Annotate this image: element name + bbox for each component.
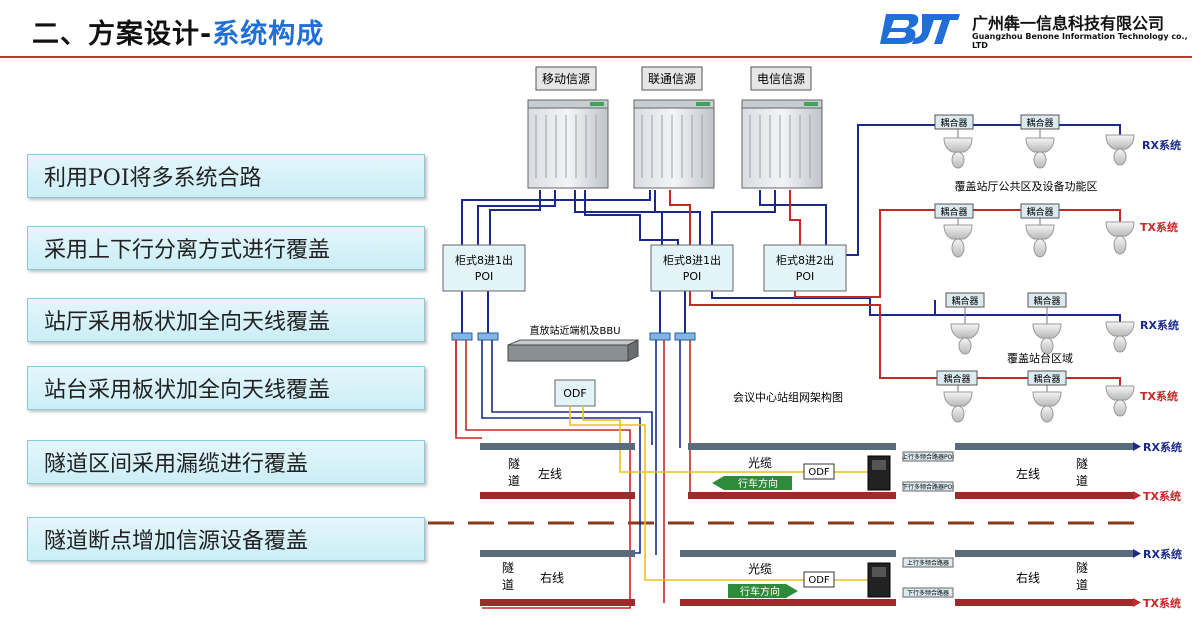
tunnel-right-t3: 隧 (1076, 560, 1088, 575)
combiner-up-poi-1: 上行多频合路器POI (902, 453, 954, 461)
coupler-r2-2: 耦合器 (1026, 206, 1053, 218)
odf-left-tunnel: ODF (808, 467, 830, 478)
source-mobile: 移动信源 (527, 66, 609, 189)
company-logo (880, 14, 960, 44)
tunnel-right-t1: 隧 (502, 560, 514, 575)
odf-right-tunnel: ODF (808, 575, 830, 586)
coupler-r4-2: 耦合器 (1033, 373, 1060, 385)
direction-label-1: 行车方向 (738, 477, 778, 490)
coupler-r2-1: 耦合器 (940, 206, 967, 218)
header-rule (0, 56, 1192, 58)
rx-label-t2: RX系统 (1143, 547, 1182, 561)
rx-label-platform: RX系统 (1140, 318, 1179, 332)
fiber-label-1: 光缆 (748, 456, 772, 470)
poi-1-line2: POI (475, 270, 494, 283)
title-highlight: 系统构成 (212, 19, 325, 50)
bbu-label: 直放站近端机及BBU (529, 324, 620, 337)
point-hall-coverage: 站厅采用板状加全向天线覆盖 (27, 298, 425, 342)
odf-center: ODF (554, 379, 596, 407)
tunnel-right-t2: 道 (502, 578, 514, 592)
left-line-label-1: 左线 (538, 466, 562, 481)
direction-label-2: 行车方向 (740, 585, 780, 598)
platform-tx-row: 耦合器 耦合器 TX系统 (935, 370, 1178, 423)
combiner-up-2: 上行多频合路器 (907, 559, 949, 567)
source-unicom: 联通信源 (633, 66, 715, 189)
rx-label-hall: RX系统 (1142, 138, 1181, 152)
tx-label-t2: TX系统 (1143, 596, 1181, 610)
poi-2: 柜式8进1出 POI (650, 244, 734, 292)
coupler-r3-1: 耦合器 (951, 295, 978, 307)
platform-rx-row: 耦合器 耦合器 RX系统 覆盖站台区域 (934, 292, 1179, 365)
center-label: 会议中心站组网架构图 (733, 390, 843, 404)
rx-label-t1: RX系统 (1143, 440, 1182, 454)
poi-1: 柜式8进1出 POI (442, 244, 526, 292)
poi-1-line1: 柜式8进1出 (455, 253, 513, 267)
source-telecom-label: 电信信源 (757, 72, 805, 86)
hall-tx-row: 耦合器 耦合器 TX系统 (934, 203, 1178, 258)
tunnel-left-section: 隧 道 左线 光缆 ODF 行车方向 上行多频合路器POI 下行多频合路器POI… (480, 443, 1133, 499)
point-tunnel-leaky-cable: 隧道区间采用漏缆进行覆盖 (27, 440, 425, 484)
point-breakpoint-source: 隧道断点增加信源设备覆盖 (27, 517, 425, 561)
tunnel-left-t4: 道 (1076, 474, 1088, 488)
poi-3: 柜式8进2出 POI (763, 244, 847, 292)
source-telecom: 电信信源 (741, 66, 823, 189)
coupler-r4-1: 耦合器 (943, 373, 970, 385)
poi-2-line2: POI (683, 270, 702, 283)
poi-3-line2: POI (796, 270, 815, 283)
combiner-down-2: 下行多频合路器 (907, 589, 949, 597)
company-name: 广州犇一信息科技有限公司 (972, 14, 1165, 33)
combiner-down-poi-1: 下行多频合路器POI (902, 483, 954, 491)
tunnel-left-t2: 道 (508, 474, 520, 488)
tunnel-left-t3: 隧 (1076, 456, 1088, 471)
tunnel-right-section: 隧 道 右线 光缆 ODF 行车方向 上行多频合路器 下行多频合路器 右线 隧 … (480, 550, 1133, 606)
tx-label-t1: TX系统 (1143, 489, 1181, 503)
coupler-r1-1: 耦合器 (940, 117, 967, 129)
company-name-en: Guangzhou Benone Information Technology … (972, 32, 1188, 50)
platform-area-label: 覆盖站台区域 (1007, 351, 1073, 365)
tx-label-hall: TX系统 (1140, 220, 1178, 234)
page-title: 二、方案设计-系统构成 (32, 12, 324, 51)
poi-3-line1: 柜式8进2出 (776, 253, 834, 267)
poi-splitters (451, 332, 696, 341)
point-platform-coverage: 站台采用板状加全向天线覆盖 (27, 366, 425, 410)
hall-rx-row: 耦合器 耦合器 RX系统 覆盖站厅公共区及设备功能区 (934, 114, 1181, 193)
coupler-r1-2: 耦合器 (1026, 117, 1053, 129)
point-poi-combine: 利用POI将多系统合路 (27, 154, 425, 198)
odf-center-label: ODF (563, 387, 586, 400)
fiber-label-2: 光缆 (748, 562, 772, 576)
bbu-rack: 直放站近端机及BBU (507, 324, 639, 362)
right-line-label-1: 右线 (540, 570, 564, 585)
right-line-label-2: 右线 (1016, 570, 1040, 585)
hall-area-label: 覆盖站厅公共区及设备功能区 (955, 179, 1098, 193)
left-line-label-2: 左线 (1016, 466, 1040, 481)
title-prefix: 二、方案设计- (32, 19, 213, 50)
tunnel-right-t4: 道 (1076, 578, 1088, 592)
poi-2-line1: 柜式8进1出 (663, 253, 721, 267)
source-mobile-label: 移动信源 (542, 72, 590, 86)
point-uplink-downlink-split: 采用上下行分离方式进行覆盖 (27, 226, 425, 270)
tx-label-platform: TX系统 (1140, 389, 1178, 403)
tunnel-left-t1: 隧 (508, 456, 520, 471)
coupler-r3-2: 耦合器 (1033, 295, 1060, 307)
source-unicom-label: 联通信源 (648, 72, 696, 86)
